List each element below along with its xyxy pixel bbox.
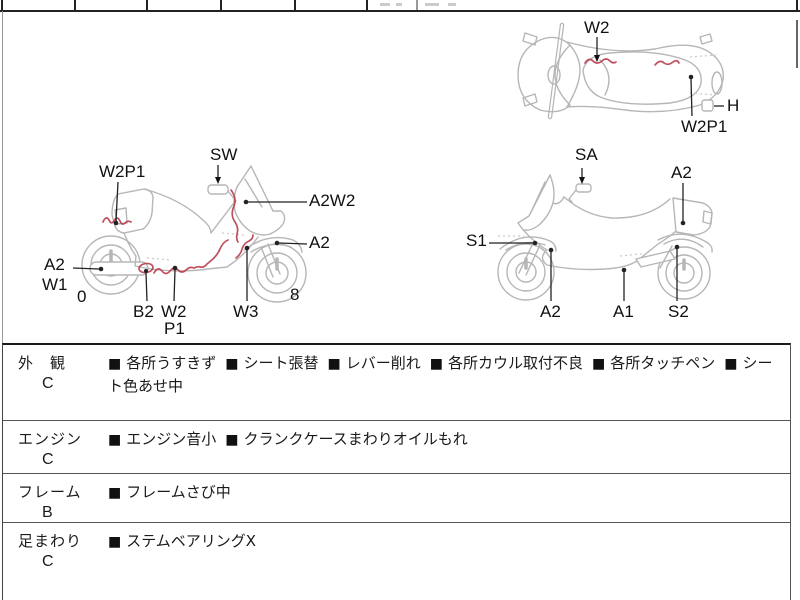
cell-divider	[416, 0, 418, 10]
category-cell: 外 観 C	[3, 345, 103, 420]
cutoff-text-remnant	[396, 3, 402, 6]
cutoff-text-remnant	[380, 3, 390, 6]
bullet-square-icon: ■	[724, 356, 738, 372]
defect-item: ■フレームさび中	[108, 483, 231, 501]
defect-item: ■各所カウル取付不良	[430, 354, 583, 372]
category-name: フレーム	[18, 483, 82, 501]
grade-value: C	[42, 553, 54, 570]
cutoff-text-remnant	[448, 3, 456, 6]
left-view-label-b2: B2	[133, 302, 154, 321]
defect-item: ■クランクケースまわりオイルもれ	[225, 430, 468, 448]
category-cell: エンジン C	[3, 421, 103, 473]
inspection-row: フレーム B ■フレームさび中	[3, 474, 790, 523]
category-name: 外 観	[18, 354, 67, 372]
defect-item-text: フレームさび中	[126, 483, 231, 501]
defect-item-text: シート色あせ中	[108, 354, 773, 395]
defect-item: ■ステムベアリングX	[108, 532, 256, 550]
left-view-label-a2: A2	[44, 255, 65, 274]
defect-items: ■各所うすきず■シート張替■レバー削れ■各所カウル取付不良■各所タッチペン■シー…	[103, 345, 790, 420]
category-cell: フレーム B	[3, 474, 103, 522]
left-view-label-0: 0	[77, 287, 87, 306]
defect-item-text: エンジン音小	[126, 430, 217, 448]
cutoff-text-remnant	[425, 3, 439, 6]
defect-items: ■ステムベアリングX	[103, 523, 790, 600]
bullet-square-icon: ■	[327, 356, 341, 372]
top-view-label-w2p1: W2P1	[681, 117, 728, 136]
category-name: エンジン	[18, 430, 83, 448]
inspection-row: 足まわり C ■ステムベアリングX	[3, 523, 790, 600]
right-view-label-a2: A2	[540, 302, 561, 321]
right-view-label-a2: A2	[671, 163, 692, 182]
cell-divider	[74, 0, 76, 10]
bullet-square-icon: ■	[108, 432, 122, 448]
bullet-square-icon: ■	[429, 356, 443, 372]
defect-item: ■シート張替	[225, 354, 318, 372]
left-page-border	[2, 11, 3, 600]
left-view-label-w2p1: W2P1	[99, 162, 146, 181]
defect-items: ■エンジン音小■クランクケースまわりオイルもれ	[103, 421, 790, 473]
defect-item-text: レバー削れ	[345, 354, 421, 372]
cell-divider	[146, 0, 148, 10]
bullet-square-icon: ■	[225, 432, 239, 448]
grade-value: C	[42, 375, 54, 392]
left-side-view-drawing	[72, 165, 308, 303]
defect-item-text: 各所カウル取付不良	[447, 354, 583, 372]
top-view-drawing	[517, 22, 724, 120]
defect-item: ■各所タッチペン	[592, 354, 715, 372]
left-view-label-8: 8	[290, 285, 300, 304]
right-side-view-drawing	[489, 168, 713, 301]
grade-value: B	[42, 504, 53, 521]
defect-item: ■レバー削れ	[328, 354, 421, 372]
left-view-label-a2w2: A2W2	[309, 191, 356, 210]
cell-divider	[796, 0, 798, 10]
cutoff-header-strip	[0, 0, 800, 12]
defect-item-text: 各所タッチペン	[610, 354, 716, 372]
category-name: 足まわり	[18, 532, 83, 550]
defect-item-text: ステムベアリングX	[126, 532, 257, 550]
left-view-label-a2: A2	[309, 233, 330, 252]
bullet-square-icon: ■	[592, 356, 606, 372]
top-view-label-w2: W2	[584, 18, 610, 37]
defect-item-text: シート張替	[243, 354, 319, 372]
defect-items: ■フレームさび中	[103, 474, 790, 522]
right-view-label-a1: A1	[613, 302, 634, 321]
cell-divider	[366, 0, 368, 10]
right-view-label-sa: SA	[575, 145, 598, 164]
bullet-square-icon: ■	[108, 485, 122, 501]
left-view-label-sw: SW	[210, 145, 238, 164]
left-view-label-w1: W1	[42, 275, 68, 294]
category-cell: 足まわり C	[3, 523, 103, 600]
grade-value: C	[42, 451, 54, 468]
defect-item-text: 各所うすきず	[126, 354, 217, 372]
bullet-square-icon: ■	[108, 356, 122, 372]
cell-divider	[220, 0, 222, 10]
defect-item: ■エンジン音小	[108, 430, 216, 448]
cell-divider	[1, 0, 3, 10]
top-view-label-h: H	[727, 96, 740, 115]
defect-item-text: クランクケースまわりオイルもれ	[243, 430, 468, 448]
right-page-border	[796, 20, 798, 68]
defect-item: ■シート色あせ中	[108, 354, 773, 395]
right-view-label-s1: S1	[466, 231, 487, 250]
left-view-label-p1: P1	[164, 319, 185, 338]
left-view-label-w3: W3	[233, 302, 259, 321]
left-view-label-w2: W2	[161, 302, 187, 321]
defect-item: ■各所うすきず	[108, 354, 216, 372]
bullet-square-icon: ■	[108, 534, 122, 550]
bullet-square-icon: ■	[225, 356, 239, 372]
cell-divider	[294, 0, 296, 10]
right-view-label-s2: S2	[668, 302, 689, 321]
